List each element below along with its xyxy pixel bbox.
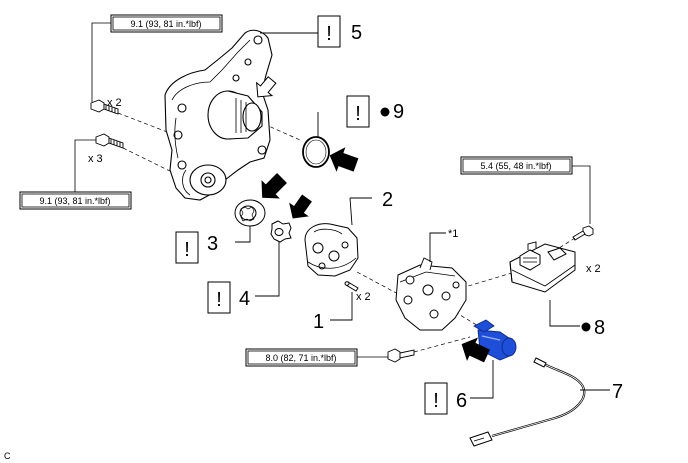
control-unit-part: [509, 241, 576, 293]
filled-dot-icon: [380, 107, 390, 117]
callout-9: 9: [393, 101, 404, 123]
torque-spec-bottom: 8.0 (82, 71 in.*lbf): [245, 348, 358, 367]
black-arrow-icon: [261, 173, 287, 199]
valve-body-part: [395, 257, 467, 331]
torque-spec-text: 5.4 (55, 48 in.*lbf): [480, 161, 551, 171]
svg-text:!: !: [216, 289, 222, 311]
quantity-labels: x 2 x 3 x 2 x 2: [88, 97, 601, 303]
bolt-upper: [90, 99, 119, 115]
callout-star1: *1: [448, 228, 458, 240]
wire-harness-part: [469, 357, 586, 447]
black-arrow-icon: [289, 194, 312, 219]
torque-spec-text: 8.0 (82, 71 in.*lbf): [265, 353, 336, 363]
torque-spec-upper-left: 9.1 (93, 81 in.*lbf): [110, 14, 223, 33]
torque-spec-text: 9.1 (93, 81 in.*lbf): [130, 19, 201, 29]
exclamation-box-icon: !: [346, 95, 370, 128]
callout-8: 8: [594, 317, 605, 339]
outer-rotor-part: [234, 199, 266, 227]
qty-bolts-left: x 3: [88, 153, 103, 165]
bolt-left: [95, 133, 124, 149]
white-arrow-icon: [256, 76, 277, 98]
bolt-right: [572, 225, 594, 241]
svg-text:!: !: [184, 239, 190, 261]
filled-dot-icon: [581, 322, 591, 332]
bolt-bottom: [387, 348, 415, 363]
pump-body-part: [304, 223, 359, 277]
callout-2: 2: [382, 189, 393, 211]
callout-7: 7: [612, 381, 623, 403]
callout-numbers: 5 9 2 3 4 1 6 7 8 *1: [207, 22, 623, 412]
torque-spec-right: 5.4 (55, 48 in.*lbf): [460, 156, 573, 175]
callout-3: 3: [207, 233, 218, 255]
torque-spec-left: 9.1 (93, 81 in.*lbf): [19, 191, 132, 210]
qty-pins: x 2: [356, 291, 371, 303]
callout-1: 1: [313, 311, 324, 333]
black-arrow-icon: [329, 147, 359, 172]
svg-text:!: !: [355, 103, 361, 125]
exclamation-box-icon: !: [424, 382, 448, 415]
spec-leaders: [74, 22, 591, 358]
o-ring-part: [302, 136, 330, 168]
exclamation-box-icon: !: [175, 231, 199, 264]
pin-part: [344, 281, 359, 292]
callout-leaders: [235, 32, 610, 399]
svg-text:!: !: [433, 390, 439, 412]
callout-4: 4: [239, 288, 250, 310]
callout-5: 5: [351, 22, 362, 44]
qty-bolts-right: x 2: [586, 263, 601, 275]
exclamation-box-icon: !: [317, 15, 341, 48]
svg-text:!: !: [326, 23, 332, 45]
callout-6: 6: [456, 390, 467, 412]
inner-rotor-part: [270, 220, 292, 243]
torque-spec-text: 9.1 (93, 81 in.*lbf): [39, 196, 110, 206]
housing-cover-part: [164, 29, 273, 201]
black-arrow-icon: [461, 337, 490, 363]
corner-code: C: [4, 451, 11, 461]
qty-bolts-upper: x 2: [107, 97, 122, 109]
exclamation-box-icon: !: [207, 281, 231, 314]
